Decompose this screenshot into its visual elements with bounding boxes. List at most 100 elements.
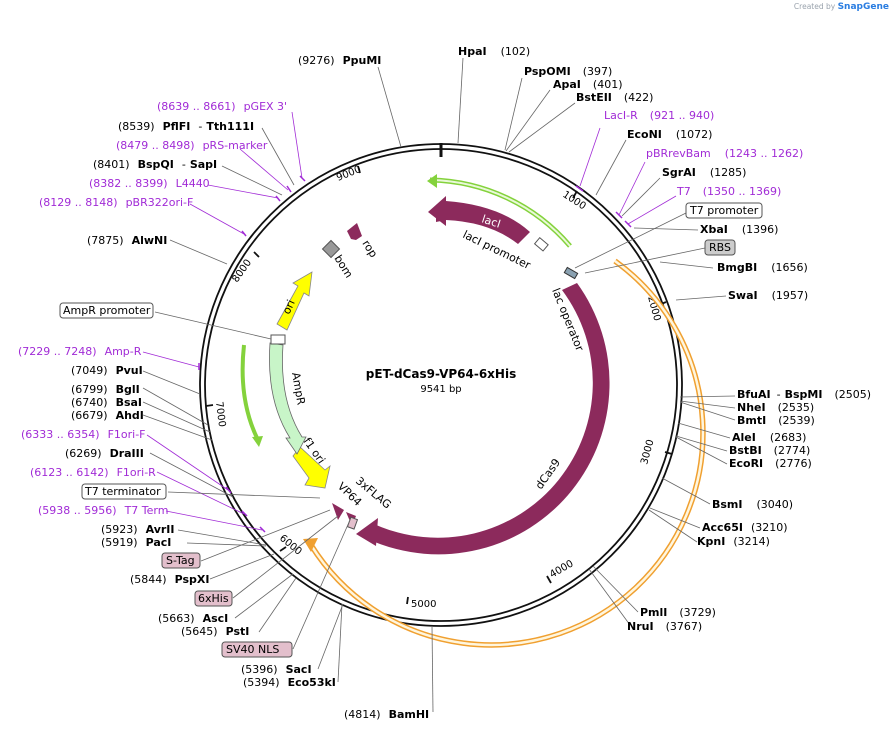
site-ahdi-pos: (6679) <box>71 409 108 422</box>
site-asci-pos: (5663) <box>158 612 195 625</box>
t7-terminator-box <box>81 483 167 500</box>
laci-label: lacI <box>480 212 502 230</box>
6xhis-box <box>194 590 233 607</box>
line-bsmi <box>661 477 711 505</box>
site-psti: (5645) PstI <box>181 625 249 638</box>
site-f1ori-f: (6333 .. 6354)F1ori-F <box>21 428 146 441</box>
site-pspxi-name: PspXI <box>175 573 210 586</box>
site-f1ori-r-pos: (6123 .. 6142) <box>30 466 109 479</box>
tick-4000 <box>546 575 552 584</box>
line-l4440 <box>207 184 279 199</box>
brand-product: SnapGene <box>837 2 889 12</box>
site-bfuai-pos: (2505) <box>834 388 871 401</box>
line-bstbi <box>675 435 728 452</box>
site-saci-name: SacI <box>286 663 312 676</box>
site-amp-r: (7229 .. 7248)Amp-R <box>18 345 142 358</box>
site-alei-pos: (2683) <box>770 431 807 444</box>
marker-t7-term <box>259 526 266 533</box>
site-hpai-name: HpaI <box>458 45 487 58</box>
site-t7-term-name: T7 Term <box>124 504 169 517</box>
site-bsteii: BstEII(422) <box>576 91 653 104</box>
site-bamhi: (4814)BamHI <box>344 708 429 721</box>
site-laci-r-pos: (921 .. 940) <box>650 109 715 122</box>
site-l4440-name: L4440 <box>176 177 210 190</box>
tick-label-3000: 3000 <box>639 438 656 465</box>
site-econi: EcoNI(1072) <box>627 128 712 141</box>
site-alei-name: AleI <box>732 431 756 444</box>
line-xbai <box>633 227 699 231</box>
line-bamhi <box>431 625 434 713</box>
tick-marks <box>205 165 673 605</box>
line-nrui <box>588 568 631 626</box>
dcas9-arrowhead <box>356 518 378 546</box>
site-apai-name: ApaI <box>553 78 581 91</box>
bom-box <box>321 239 341 259</box>
line-asci <box>234 573 294 619</box>
site-sapi-name: SapI <box>190 158 217 171</box>
site-pgex3-pos: (8639 .. 8661) <box>157 100 236 113</box>
site-bsai: (6740)BsaI <box>71 396 142 409</box>
site-pflfi-pos: (8539) <box>118 120 155 133</box>
orf-band-arrowhead <box>303 538 318 552</box>
marker-t7 <box>624 220 632 228</box>
site-bmti-name: BmtI <box>737 414 766 427</box>
line-pbrrevbam <box>618 161 646 216</box>
tick-9000 <box>357 165 361 174</box>
site-kpni-pos: (3214) <box>733 535 770 548</box>
plasmid-length: 9541 bp <box>420 384 461 395</box>
site-bspmi-name: BspMI <box>785 388 823 401</box>
site-bspqi: (8401)BspQI-SapI <box>93 158 217 171</box>
site-pbr322ori-f-name: pBR322ori-F <box>126 196 194 209</box>
site-avrii-name: AvrII <box>146 523 175 536</box>
tick-5000 <box>406 596 409 605</box>
site-alwni-name: AlwNI <box>132 234 168 247</box>
line-f1ori-f <box>146 434 229 491</box>
site-prs-marker: (8479 .. 8498)pRS-marker <box>116 139 268 152</box>
site-bsai-name: BsaI <box>116 396 142 409</box>
site-pmli-pos: (3729) <box>679 606 716 619</box>
site-alei: AleI (2683) <box>732 431 806 444</box>
site-bamhi-name: BamHI <box>389 708 430 721</box>
site-pspomi-pos: (397) <box>583 65 613 78</box>
site-hpai-pos: (102) <box>501 45 531 58</box>
site-asci: (5663) AscI <box>158 612 228 625</box>
site-bspqi-pos: (8401) <box>93 158 130 171</box>
ori-feature <box>276 271 313 331</box>
ampr-orf-arrowhead <box>252 436 263 447</box>
ampr-label: AmpR <box>289 371 308 406</box>
site-ppumi-pos: (9276) <box>298 54 335 67</box>
line-laci-r <box>579 127 601 187</box>
line-t7-terminator <box>167 491 321 499</box>
site-ppumi-name: PpuMI <box>343 54 382 67</box>
site-saci: (5396)SacI <box>241 663 312 676</box>
site-bmti-pos: (2539) <box>778 414 815 427</box>
rop-label: rop <box>359 238 380 260</box>
site-nhei-name: NheI <box>737 401 766 414</box>
site-paci: (5919)PacI <box>101 536 171 549</box>
site-bfuai-sep: - <box>777 388 781 401</box>
site-laci-r-name: LacI-R <box>604 109 638 122</box>
site-bfuai: BfuAI-BspMI (2505) <box>737 388 871 401</box>
bom-label: bom <box>331 253 355 281</box>
site-labels-right: HpaI(102) PspOMI(397) ApaI(401) BstEII(4… <box>458 45 871 633</box>
site-tth111i-name: Tth111I <box>206 120 254 133</box>
line-t7-term <box>165 510 263 531</box>
marker-prs-marker <box>286 185 292 193</box>
site-asci-name: AscI <box>203 612 229 625</box>
site-pflfi: (8539)PflFI-Tth111I <box>118 120 254 133</box>
site-psti-name: PstI <box>226 625 250 638</box>
site-bfuai-name: BfuAI <box>737 388 771 401</box>
site-alwni-pos: (7875) <box>87 234 124 247</box>
laci-promoter-box <box>533 237 549 252</box>
site-draiii: (6269)DraIII <box>65 447 144 460</box>
site-econi-name: EcoNI <box>627 128 662 141</box>
site-bstbi: BstBI(2774) <box>729 444 810 457</box>
site-acc65i-pos: (3210) <box>751 521 788 534</box>
site-sgrai: SgrAI(1285) <box>662 166 746 179</box>
site-psti-pos: (5645) <box>181 625 218 638</box>
line-ahdi <box>142 414 213 441</box>
line-bmti <box>679 401 736 421</box>
site-bsmi-name: BsmI <box>712 498 743 511</box>
site-f1ori-f-pos: (6333 .. 6354) <box>21 428 100 441</box>
line-pbr322ori-f <box>189 203 245 235</box>
